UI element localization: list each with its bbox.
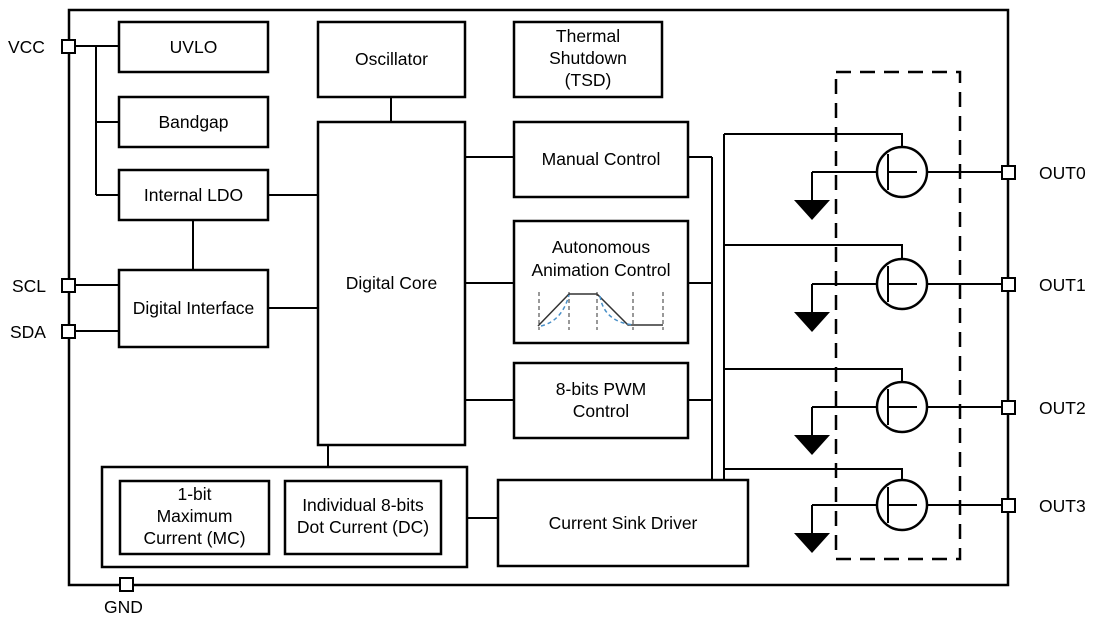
thermal-shutdown-label-line2: Shutdown: [549, 48, 627, 68]
ground-icon: [794, 312, 830, 332]
max-current-label-line1: 1-bit: [177, 484, 211, 504]
ground-icon: [794, 435, 830, 455]
oscillator-label: Oscillator: [355, 49, 428, 69]
dot-current-label-line1: Individual 8-bits: [302, 495, 424, 515]
pwm-control-block: 8-bits PWM Control: [512, 361, 690, 440]
current-sink-array-boundary: [834, 70, 962, 561]
pwm-control-label-line1: 8-bits PWM: [556, 379, 646, 399]
digital-core-block: Digital Core: [316, 120, 467, 447]
thermal-shutdown-block: Thermal Shutdown (TSD): [512, 20, 664, 99]
uvlo-block: UVLO: [117, 20, 270, 74]
autonomous-animation-control-block: Autonomous Animation Control: [512, 219, 690, 345]
current-sink-driver-block: Current Sink Driver: [496, 478, 750, 568]
max-current-block: 1-bit Maximum Current (MC): [118, 479, 271, 556]
current-sink-3: [875, 478, 929, 532]
sda-pin: SDA: [10, 322, 76, 342]
current-settings-group: 1-bit Maximum Current (MC) Individual 8-…: [100, 465, 469, 569]
scl-pin: SCL: [12, 276, 76, 296]
vcc-pin-label: VCC: [8, 37, 45, 57]
out1-pin: OUT1: [1001, 275, 1086, 295]
dot-current-block: Individual 8-bits Dot Current (DC): [283, 479, 443, 556]
out2-pin: OUT2: [1001, 398, 1086, 418]
gnd-pin: GND: [104, 577, 143, 617]
sda-pin-label: SDA: [10, 322, 46, 342]
digital-interface-label: Digital Interface: [133, 298, 255, 318]
digital-core-label: Digital Core: [346, 273, 437, 293]
out0-pin: OUT0: [1001, 163, 1086, 183]
bandgap-block: Bandgap: [117, 95, 270, 149]
current-sink-driver-label: Current Sink Driver: [549, 513, 698, 533]
animation-waveform-icon: [537, 292, 664, 330]
current-sink-2: [875, 380, 929, 434]
out3-pin: OUT3: [1001, 496, 1086, 516]
thermal-shutdown-label-line3: (TSD): [565, 70, 612, 90]
oscillator-block: Oscillator: [316, 20, 467, 99]
current-sink-1: [875, 257, 929, 311]
manual-control-label: Manual Control: [542, 149, 661, 169]
bandgap-label: Bandgap: [158, 112, 228, 132]
autonomous-animation-label-line2: Animation Control: [531, 260, 670, 280]
internal-ldo-label: Internal LDO: [144, 185, 243, 205]
pwm-control-label-line2: Control: [573, 401, 629, 421]
current-sink-0: [875, 145, 929, 199]
scl-pin-label: SCL: [12, 276, 46, 296]
digital-interface-block: Digital Interface: [117, 268, 270, 349]
out0-pin-label: OUT0: [1039, 163, 1086, 183]
internal-ldo-block: Internal LDO: [117, 168, 270, 222]
ground-icon: [794, 533, 830, 553]
manual-control-block: Manual Control: [512, 120, 690, 199]
dot-current-label-line2: Dot Current (DC): [297, 517, 429, 537]
vcc-pin: VCC: [8, 37, 76, 57]
uvlo-label: UVLO: [170, 37, 218, 57]
autonomous-animation-label-line1: Autonomous: [552, 237, 651, 257]
out1-pin-label: OUT1: [1039, 275, 1086, 295]
out3-pin-label: OUT3: [1039, 496, 1086, 516]
ground-icon: [794, 200, 830, 220]
max-current-label-line3: Current (MC): [143, 528, 245, 548]
max-current-label-line2: Maximum: [157, 506, 233, 526]
thermal-shutdown-label-line1: Thermal: [556, 26, 620, 46]
out2-pin-label: OUT2: [1039, 398, 1086, 418]
gnd-pin-label: GND: [104, 597, 143, 617]
